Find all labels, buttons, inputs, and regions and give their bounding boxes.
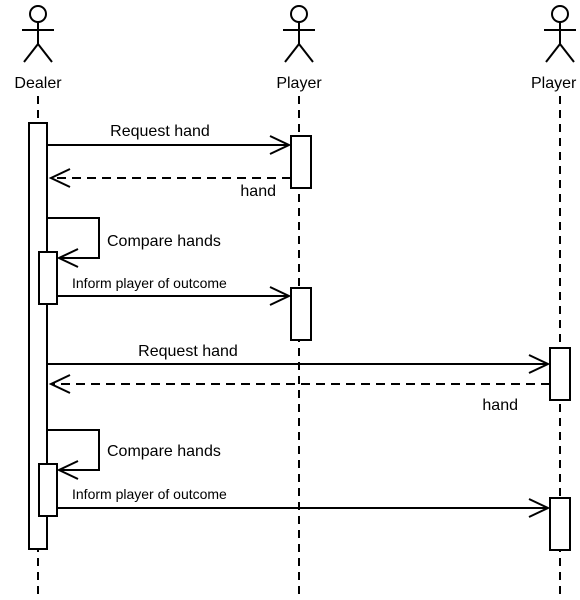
message-label: hand <box>240 183 276 200</box>
stick-figure-icon <box>22 5 54 63</box>
message-label: Compare hands <box>107 443 221 460</box>
message-inform-outcome-1: Inform player of outcome <box>57 275 292 306</box>
actor-dealer: Dealer <box>14 5 62 92</box>
actor-player-2: Player <box>531 5 577 92</box>
message-label: hand <box>482 397 518 414</box>
activation-player-1-a <box>290 135 312 189</box>
arrowhead-icon <box>269 135 292 155</box>
arrowhead-icon <box>269 286 292 306</box>
arrowhead-icon <box>528 354 551 374</box>
message-request-hand-1: Request hand <box>47 123 292 155</box>
arrowhead-icon <box>56 248 79 268</box>
activation-player-1-b <box>290 287 312 341</box>
arrowhead-icon <box>528 498 551 518</box>
message-hand-return-1: hand <box>48 168 291 200</box>
message-label: Inform player of outcome <box>72 275 227 291</box>
actor-name: Player <box>276 75 322 92</box>
message-label: Compare hands <box>107 233 221 250</box>
message-label: Request hand <box>138 343 238 360</box>
actor-name: Dealer <box>14 75 62 92</box>
message-request-hand-2: Request hand <box>47 343 551 374</box>
actor-player-1: Player <box>276 5 322 92</box>
arrowhead-icon <box>56 460 79 480</box>
stick-figure-icon <box>283 5 315 63</box>
message-inform-outcome-2: Inform player of outcome <box>57 486 551 518</box>
activation-dealer-nested-2 <box>38 463 58 517</box>
open-arrowhead-icon <box>48 374 71 394</box>
message-label: Inform player of outcome <box>72 486 227 502</box>
message-compare-hands-2: Compare hands <box>47 429 221 480</box>
open-arrowhead-icon <box>48 168 71 188</box>
activation-player-2-a <box>549 347 571 401</box>
message-label: Request hand <box>110 123 210 140</box>
message-hand-return-2: hand <box>48 374 550 414</box>
message-compare-hands-1: Compare hands <box>47 217 221 268</box>
activation-dealer <box>28 122 48 550</box>
actor-name: Player <box>531 75 577 92</box>
stick-figure-icon <box>544 5 576 63</box>
activation-dealer-nested-1 <box>38 251 58 305</box>
activation-player-2-b <box>549 497 571 551</box>
